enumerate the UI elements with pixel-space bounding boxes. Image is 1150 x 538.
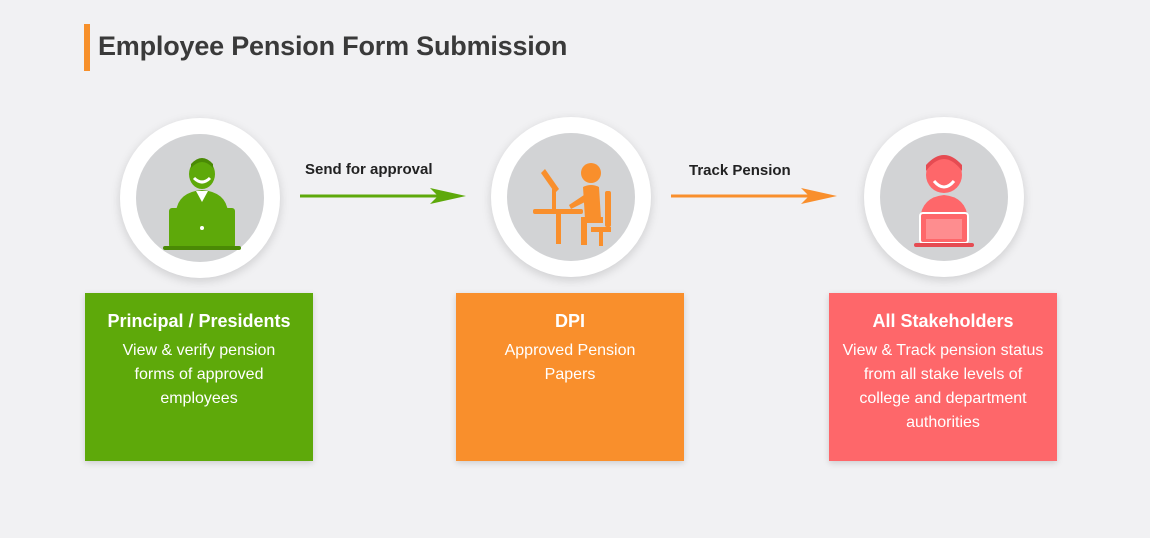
step-card-title: All Stakeholders (872, 311, 1014, 331)
step-card-title: Principal / Presidents (107, 311, 291, 331)
step-1-circle (120, 118, 280, 278)
step-card-title: DPI (554, 311, 585, 331)
connector-label-track-pension: Track Pension (689, 162, 791, 179)
person-at-laptop-icon (163, 158, 241, 250)
step-card-principal: Principal / Presidents View & verify pen… (85, 293, 313, 461)
right-arrow-icon (671, 188, 837, 204)
step-card-dpi: DPI Approved Pension Papers (456, 293, 684, 461)
step-2-circle (491, 117, 651, 277)
step-card-description: Approved Pension Papers (504, 342, 636, 383)
right-arrow-icon (300, 188, 466, 204)
title-accent-bar (84, 24, 90, 71)
page-title: Employee Pension Form Submission (98, 31, 568, 61)
connector-label-send-for-approval: Send for approval (305, 161, 433, 178)
step-3-circle (864, 117, 1024, 277)
step-card-description: View & Track pension status from all sta… (842, 342, 1044, 431)
person-at-desk-computer-icon (533, 163, 611, 246)
step-card-stakeholders: All Stakeholders View & Track pension st… (829, 293, 1057, 461)
person-at-laptop-icon (914, 155, 974, 247)
step-card-description: View & verify pension forms of approved … (122, 342, 276, 407)
